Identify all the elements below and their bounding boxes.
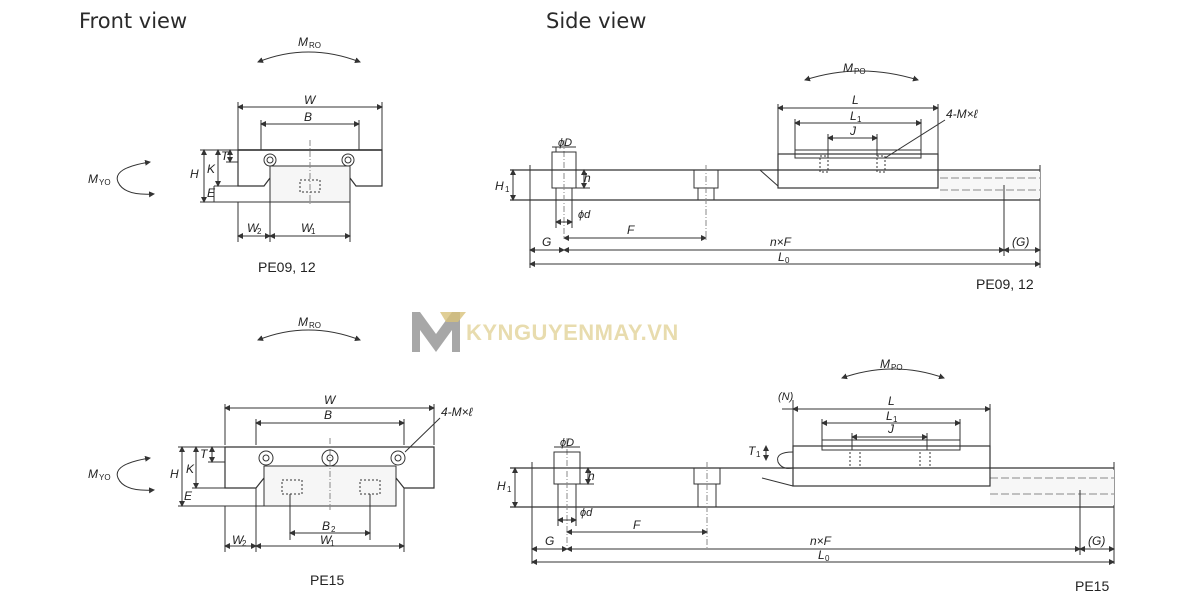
svg-text:4-M×ℓ: 4-M×ℓ: [441, 405, 474, 419]
svg-text:2: 2: [242, 539, 247, 548]
side-view-top: [510, 70, 1041, 268]
svg-text:G: G: [545, 534, 554, 548]
svg-text:2: 2: [257, 227, 262, 236]
svg-text:F: F: [627, 223, 635, 237]
svg-text:YO: YO: [99, 473, 111, 482]
svg-text:H: H: [497, 479, 506, 493]
svg-text:h: h: [584, 171, 591, 185]
svg-text:ϕD: ϕD: [558, 137, 572, 149]
svg-text:K: K: [207, 162, 216, 176]
svg-text:RO: RO: [309, 321, 321, 330]
svg-text:L: L: [886, 409, 893, 423]
svg-text:(G): (G): [1088, 534, 1105, 548]
svg-text:K: K: [186, 462, 195, 476]
svg-text:0: 0: [785, 256, 790, 265]
front-view-bottom: [116, 329, 441, 552]
svg-text:1: 1: [893, 415, 898, 424]
svg-text:H: H: [190, 167, 199, 181]
svg-text:(G): (G): [1012, 235, 1029, 249]
svg-text:E: E: [184, 489, 193, 503]
svg-text:L: L: [888, 394, 895, 408]
svg-text:L: L: [850, 109, 857, 123]
svg-text:1: 1: [505, 185, 510, 194]
svg-text:T: T: [221, 149, 230, 163]
front-view-heading: Front view: [79, 9, 188, 33]
svg-text:W: W: [247, 221, 260, 235]
svg-text:1: 1: [311, 227, 316, 236]
svg-text:1: 1: [330, 539, 335, 548]
svg-text:h: h: [588, 469, 595, 483]
svg-text:W: W: [324, 393, 337, 407]
svg-text:W: W: [320, 533, 333, 547]
svg-text:PO: PO: [854, 67, 866, 76]
svg-text:0: 0: [825, 554, 830, 563]
side-bottom-caption: PE15: [1075, 578, 1110, 594]
svg-text:H: H: [495, 179, 504, 193]
svg-text:T: T: [748, 444, 757, 458]
svg-text:ϕd: ϕd: [578, 209, 591, 221]
front-view-top: [116, 51, 383, 242]
svg-text:M: M: [298, 315, 308, 329]
svg-text:M: M: [880, 357, 890, 371]
svg-text:n×F: n×F: [770, 235, 792, 249]
svg-text:RO: RO: [309, 41, 321, 50]
watermark-logo: [412, 312, 466, 352]
svg-text:B: B: [322, 519, 330, 533]
svg-text:M: M: [88, 467, 98, 481]
svg-text:M: M: [298, 35, 308, 49]
svg-text:L: L: [778, 250, 785, 264]
side-top-caption: PE09, 12: [976, 276, 1034, 292]
svg-text:PO: PO: [891, 363, 903, 372]
svg-text:B: B: [304, 110, 312, 124]
front-bottom-caption: PE15: [310, 572, 345, 588]
svg-text:M: M: [88, 172, 98, 186]
svg-text:2: 2: [331, 525, 336, 534]
side-view-bottom: [510, 368, 1115, 565]
side-view-heading: Side view: [546, 9, 647, 33]
svg-text:ϕD: ϕD: [560, 437, 574, 449]
svg-text:4-M×ℓ: 4-M×ℓ: [946, 107, 979, 121]
svg-text:1: 1: [507, 485, 512, 494]
svg-text:E: E: [207, 186, 216, 200]
svg-text:J: J: [887, 422, 895, 436]
front-top-caption: PE09, 12: [258, 259, 316, 275]
svg-text:1: 1: [756, 450, 761, 459]
svg-text:L: L: [852, 93, 859, 107]
svg-text:(N): (N): [778, 391, 794, 403]
svg-text:ϕd: ϕd: [580, 507, 593, 519]
svg-text:J: J: [849, 124, 857, 138]
svg-text:G: G: [542, 235, 551, 249]
svg-text:W: W: [304, 93, 317, 107]
svg-text:1: 1: [857, 115, 862, 124]
svg-text:W: W: [301, 221, 314, 235]
svg-text:M: M: [843, 61, 853, 75]
svg-text:n×F: n×F: [810, 534, 832, 548]
svg-text:W: W: [232, 533, 245, 547]
svg-text:L: L: [818, 548, 825, 562]
svg-text:H: H: [170, 467, 179, 481]
svg-text:T: T: [200, 447, 209, 461]
svg-text:YO: YO: [99, 178, 111, 187]
watermark-text: KYNGUYENMAY.VN: [466, 320, 679, 345]
svg-text:F: F: [633, 518, 641, 532]
svg-text:B: B: [324, 408, 332, 422]
